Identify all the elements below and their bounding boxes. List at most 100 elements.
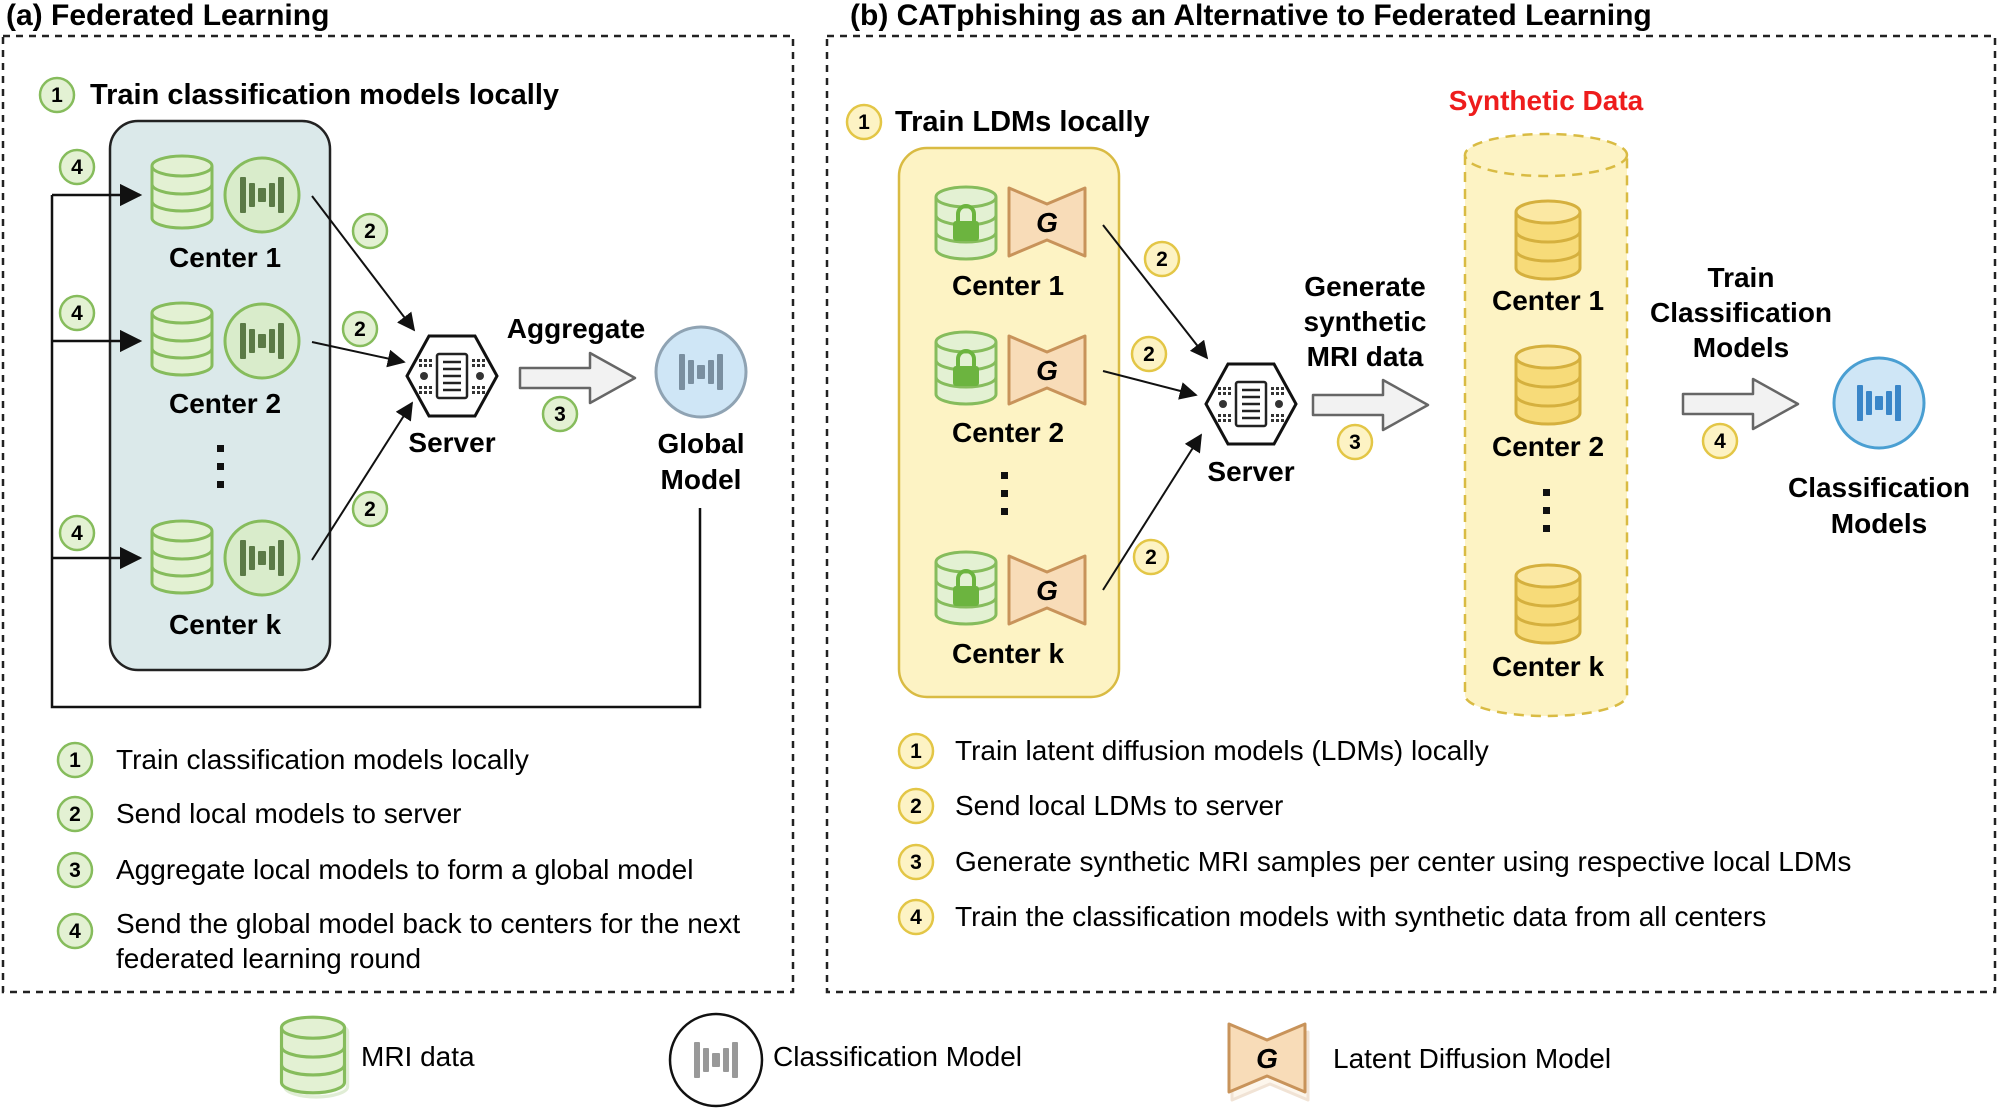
classification-models-label-line-1: Classification [1788, 472, 1970, 503]
train-badge: 4 [1701, 422, 1739, 460]
center-1-node: Center 1 [150, 154, 299, 273]
step-badge-1-number: 1 [858, 111, 870, 134]
train-arrow-icon [1681, 377, 1800, 431]
send-badge: 2 [351, 490, 389, 528]
global-model-icon [654, 325, 748, 419]
legend-mri-label: MRI data [361, 1041, 475, 1072]
classification-model-icon [225, 304, 299, 378]
step-number: 2 [69, 803, 81, 826]
badge-number: 4 [71, 522, 83, 545]
send-badge: 2 [341, 310, 379, 348]
global-model-label-line-2: Model [661, 464, 742, 495]
ldm-letter: G [1036, 207, 1058, 238]
center-1-label: Center 1 [169, 242, 281, 273]
steps-list: 1 Train classification models locally 2 … [56, 741, 740, 974]
panel-b-title: (b) CATphishing as an Alternative to Fed… [850, 0, 1652, 32]
step-text: Send local models to server [116, 798, 462, 829]
generate-label-line-3: MRI data [1307, 341, 1424, 372]
center-2-node: G Center 2 [936, 332, 1087, 448]
classification-models-icon [1832, 356, 1926, 450]
badge-number: 2 [364, 220, 376, 243]
synthetic-center-1-label: Center 1 [1492, 285, 1604, 316]
step-badge-1: 1 [38, 76, 76, 114]
step-number: 3 [910, 851, 922, 874]
badge-number: 3 [554, 403, 566, 426]
synthetic-database-icon [1514, 344, 1582, 426]
ldm-icon: G [1007, 186, 1087, 258]
ldm-icon: G [1007, 334, 1087, 406]
step-number: 1 [910, 740, 922, 763]
panel-catphishing: (b) CATphishing as an Alternative to Fed… [825, 0, 1997, 994]
synthetic-center-2-label: Center 2 [1492, 431, 1604, 462]
badge-number: 2 [364, 498, 376, 521]
badge-number: 2 [1145, 546, 1157, 569]
badge-number: 2 [354, 318, 366, 341]
list-item: 4 Send the global model back to centers … [56, 908, 740, 974]
badge-number: 2 [1156, 248, 1168, 271]
send-badge: 2 [351, 212, 389, 250]
legend-mri-icon [279, 1015, 350, 1099]
server-icon [1204, 362, 1298, 446]
locked-database-icon [936, 552, 996, 624]
server-label: Server [1207, 456, 1294, 487]
list-item: 2 Send local models to server [56, 795, 462, 833]
step-badge-1-number: 1 [51, 84, 63, 107]
center-1-label: Center 1 [952, 270, 1064, 301]
ldm-letter: G [1036, 575, 1058, 606]
generate-label-line-2: synthetic [1304, 306, 1427, 337]
step-text: Generate synthetic MRI samples per cente… [955, 846, 1851, 877]
ldm-icon: G [1007, 554, 1087, 626]
ldm-letter: G [1256, 1043, 1278, 1074]
return-badge: 4 [58, 514, 96, 552]
return-badge: 4 [58, 294, 96, 332]
return-badge: 4 [58, 148, 96, 186]
steps-list: 1 Train latent diffusion models (LDMs) l… [897, 732, 1851, 936]
step-badge-1: 1 [845, 103, 883, 141]
center-2-label: Center 2 [952, 417, 1064, 448]
step-number: 4 [910, 906, 922, 929]
ldm-letter: G [1036, 355, 1058, 386]
synthetic-center-k-label: Center k [1492, 651, 1604, 682]
panel-federated-learning: (a) Federated Learning 1 Train classific… [1, 0, 795, 994]
badge-number: 2 [1143, 343, 1155, 366]
step-number: 4 [69, 920, 81, 943]
send-badge: 2 [1132, 538, 1170, 576]
classification-models-label-line-2: Models [1831, 508, 1927, 539]
center-k-node: G Center k [936, 552, 1087, 669]
badge-number: 4 [1714, 430, 1726, 453]
synthetic-database-icon [1514, 199, 1582, 281]
train-label-line-2: Classification [1650, 297, 1832, 328]
vertical-ellipsis-icon [217, 445, 224, 488]
synthetic-data-container [1463, 132, 1629, 718]
aggregate-arrow-icon [518, 351, 637, 405]
step-number: 2 [910, 795, 922, 818]
panel-a-title: (a) Federated Learning [6, 0, 329, 32]
step-text: Train classification models locally [116, 744, 529, 775]
center-2-node: Center 2 [150, 301, 299, 419]
list-item: 2 Send local LDMs to server [897, 787, 1283, 825]
step-text: Train the classification models with syn… [955, 901, 1766, 932]
return-loop [50, 183, 702, 709]
send-badge: 2 [1143, 240, 1181, 278]
legend-classification-label: Classification Model [773, 1041, 1022, 1072]
send-badge: 2 [1130, 335, 1168, 373]
aggregate-badge: 3 [541, 395, 579, 433]
generate-label-line-1: Generate [1304, 271, 1425, 302]
database-icon [150, 301, 214, 377]
send-arrows [311, 195, 416, 561]
center-k-label: Center k [952, 638, 1064, 669]
center-2-label: Center 2 [169, 388, 281, 419]
list-item: 3 Generate synthetic MRI samples per cen… [897, 843, 1851, 881]
center-k-node: Center k [150, 519, 299, 640]
aggregate-label: Aggregate [507, 313, 645, 344]
step-number: 1 [69, 749, 81, 772]
locked-database-icon [936, 332, 996, 404]
list-item: 3 Aggregate local models to form a globa… [56, 851, 693, 889]
global-model-label-line-1: Global [657, 428, 744, 459]
server-icon [405, 334, 499, 418]
center-k-label: Center k [169, 609, 281, 640]
synthetic-database-icon [1514, 563, 1582, 645]
legend-ldm-label: Latent Diffusion Model [1333, 1043, 1611, 1074]
step-number: 3 [69, 859, 81, 882]
step-text: federated learning round [116, 943, 421, 974]
